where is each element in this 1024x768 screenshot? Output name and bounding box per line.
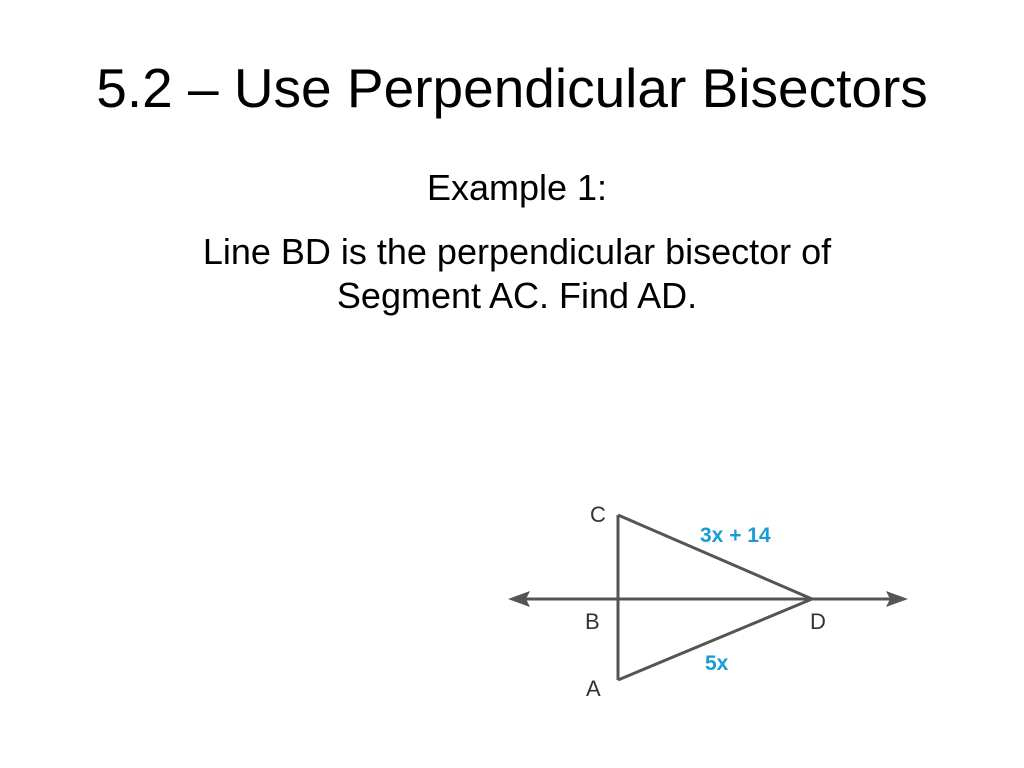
segment-ad: [617, 597, 813, 682]
point-label-a: A: [586, 676, 601, 701]
point-label-b: B: [585, 609, 600, 634]
segment-cd: [617, 513, 813, 601]
problem-statement: Line BD is the perpendicular bisector of…: [0, 230, 1024, 318]
example-label: Example 1:: [426, 167, 608, 208]
point-label-c: C: [590, 502, 606, 527]
figure-svg: C B D A 3x + 14 5x: [508, 502, 908, 701]
right-arrowhead-icon: [886, 591, 908, 607]
point-label-d: D: [810, 609, 826, 634]
perpendicular-bisector-figure: C B D A 3x + 14 5x: [500, 490, 920, 710]
expression-cd: 3x + 14: [700, 524, 771, 547]
problem-line-1: Line BD is the perpendicular bisector of: [202, 231, 832, 272]
left-arrowhead-icon: [508, 591, 530, 607]
expression-ad: 5x: [705, 652, 729, 675]
problem-line-2: Segment AC. Find AD.: [336, 275, 698, 316]
slide-title: 5.2 – Use Perpendicular Bisectors: [96, 57, 928, 119]
